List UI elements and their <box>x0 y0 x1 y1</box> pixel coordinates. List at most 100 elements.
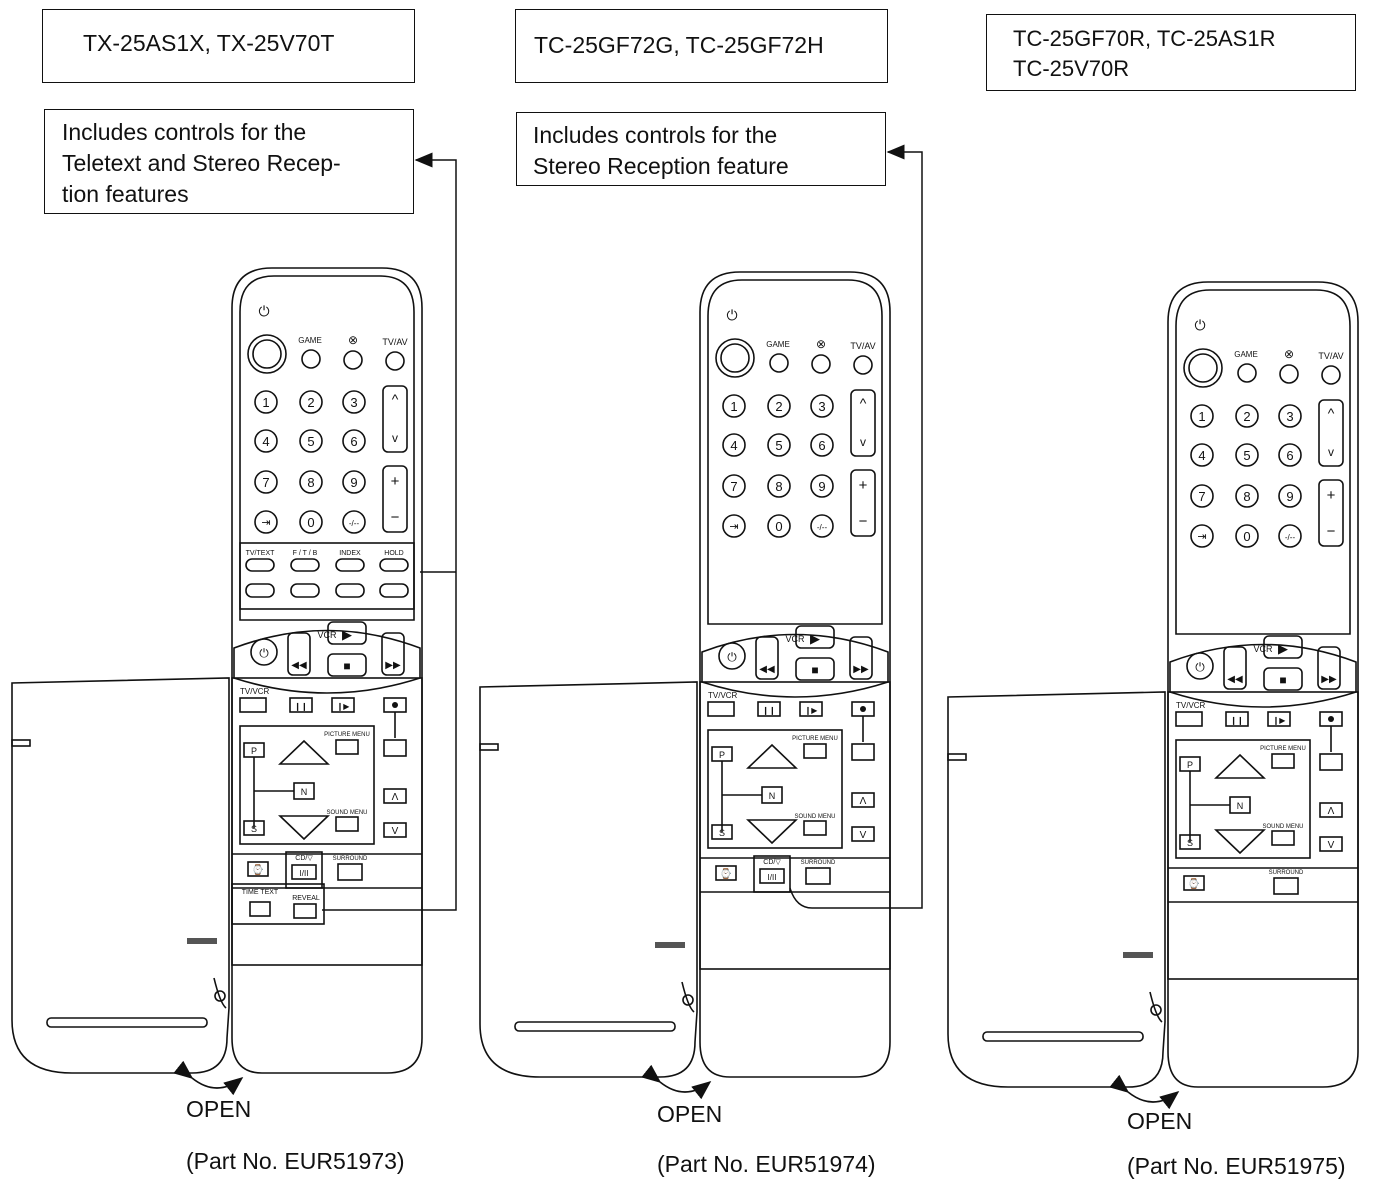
digit-button <box>1278 484 1302 508</box>
digit-label: 7 <box>730 479 737 494</box>
picture-menu-label: PICTURE MENU <box>792 736 838 742</box>
game-label: GAME <box>1234 350 1258 359</box>
digit-button <box>767 394 791 418</box>
game-button <box>301 349 321 369</box>
fastext-button <box>335 583 365 598</box>
blank-button <box>383 739 407 757</box>
vcr-power-icon: ⏻ <box>259 646 269 660</box>
volume-down-label: − <box>859 513 868 530</box>
channel-down-small-button <box>851 826 875 842</box>
channel-down-small-icon: V <box>392 826 399 837</box>
cover-tab <box>11 739 31 747</box>
digit-button <box>1235 443 1259 467</box>
open-arrow <box>173 1060 244 1096</box>
callout-box-2: Includes controls for the Stereo Recepti… <box>516 112 886 186</box>
up-triangle <box>746 743 798 769</box>
part-number-3: (Part No. EUR51975) <box>1127 1153 1346 1179</box>
cover-slot <box>982 1031 1144 1042</box>
power-button <box>247 334 287 374</box>
channel-down-label: v <box>392 431 398 445</box>
i-ii-label: I/II <box>300 869 309 878</box>
tv-vcr-label: TV/VCR <box>240 687 270 696</box>
channel-down-label: v <box>1328 445 1334 459</box>
channel-up-small-icon: Λ <box>860 796 867 807</box>
volume-up-label: + <box>391 473 400 490</box>
vcr-power-button <box>718 642 746 670</box>
timer-button <box>1183 875 1205 891</box>
volume-rocker <box>382 465 408 533</box>
digit-button <box>722 433 746 457</box>
open-arrow <box>641 1064 712 1100</box>
up-triangle <box>278 739 330 765</box>
game-button <box>769 353 789 373</box>
up-triangle <box>1214 753 1266 779</box>
tv-av-label: TV/AV <box>1318 351 1343 361</box>
fast-forward-button <box>1317 646 1341 690</box>
digit-button <box>1235 484 1259 508</box>
record-icon <box>860 706 866 712</box>
fast-forward-button <box>381 632 405 676</box>
play-icon: ▶ <box>1278 641 1288 656</box>
power-symbol: ⏻ <box>1194 317 1205 333</box>
vcr-power-button <box>250 638 278 666</box>
tv-av-button <box>853 355 873 375</box>
mute-button <box>343 350 363 370</box>
cd-label: CD/▽ <box>763 859 781 866</box>
s-label: S <box>719 828 725 838</box>
model-box-1: TX-25AS1X, TX-25V70T <box>42 9 415 83</box>
input-button <box>254 510 278 534</box>
channel-down-small-icon: V <box>860 830 867 841</box>
surround-button <box>1273 877 1299 895</box>
digit-label: 8 <box>307 475 314 490</box>
blank-button <box>1319 753 1343 771</box>
picture-menu-button <box>335 739 359 755</box>
game-button <box>1237 363 1257 383</box>
fastext-button <box>379 583 409 598</box>
i-ii-button <box>291 864 317 880</box>
flip-cover <box>947 691 1166 1088</box>
timer-button <box>247 861 269 877</box>
rewind-button <box>287 632 311 676</box>
channel-up-small-button <box>851 792 875 808</box>
digit-label: 4 <box>1198 448 1205 463</box>
volume-down-label: − <box>1327 523 1336 540</box>
cover-slot <box>46 1017 208 1028</box>
digit-label: 3 <box>350 395 357 410</box>
pause-icon: ❙❙ <box>294 702 307 711</box>
digit-label: 8 <box>775 479 782 494</box>
surround-button <box>805 867 831 885</box>
channel-down-small-icon: V <box>1328 840 1335 851</box>
digit-label: 9 <box>350 475 357 490</box>
power-symbol: ⏻ <box>258 303 269 319</box>
digit-label: 0 <box>775 519 782 534</box>
timer-icon: ⌚ <box>1188 877 1200 890</box>
lower-panel <box>699 681 891 970</box>
digit-button <box>254 429 278 453</box>
fast-forward-button <box>849 636 873 680</box>
digit-label: -/-- <box>817 523 828 532</box>
stop-icon: ■ <box>343 659 350 673</box>
teletext-panel <box>239 542 415 610</box>
digit-label: 1 <box>262 395 269 410</box>
volume-up-label: + <box>1327 487 1336 504</box>
volume-down-label: − <box>391 509 400 526</box>
sound-menu-button <box>803 820 827 836</box>
power-button-inner <box>720 343 750 373</box>
model-text: TC-25GF72G, TC-25GF72H <box>534 32 824 58</box>
digit-button <box>810 514 834 538</box>
n-label: N <box>301 787 308 797</box>
stop-button <box>1263 667 1303 691</box>
record-icon <box>1328 716 1334 722</box>
digit-button <box>1190 404 1214 428</box>
play-button <box>795 625 835 649</box>
input-icon: ⇥ <box>261 517 270 529</box>
lower-panel <box>231 677 423 966</box>
fast-forward-icon: ▶▶ <box>385 660 401 671</box>
model-text: TC-25GF70R, TC-25AS1R <box>1013 26 1276 51</box>
callout-line: Includes controls for the <box>62 119 307 145</box>
digit-button <box>299 429 323 453</box>
hinge <box>681 981 695 1013</box>
reveal-label: REVEAL <box>292 895 320 902</box>
stop-button <box>795 657 835 681</box>
